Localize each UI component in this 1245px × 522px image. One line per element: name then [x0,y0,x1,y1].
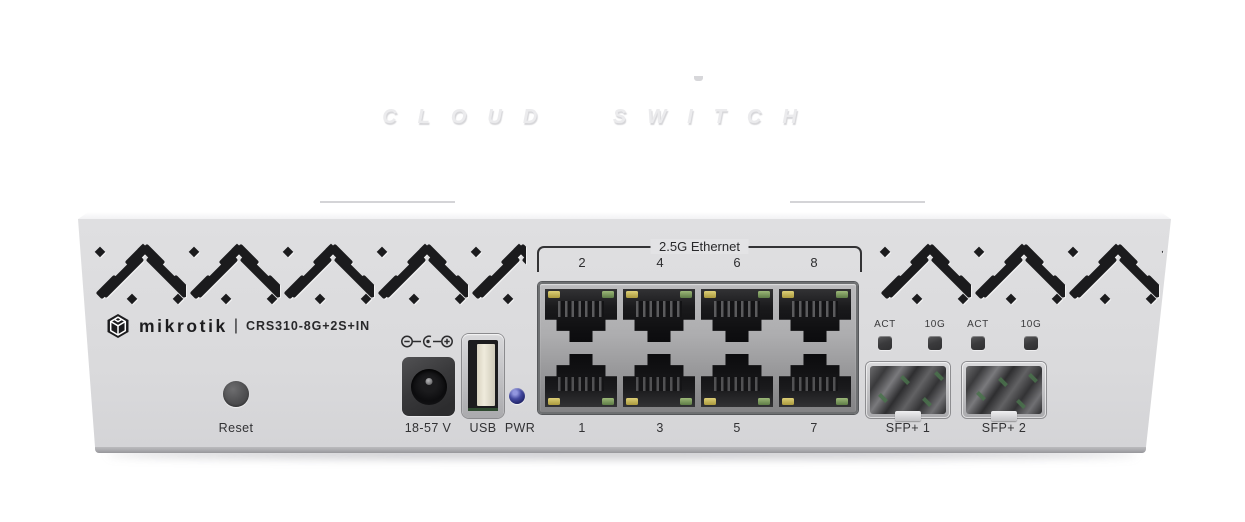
model-number: CRS310-8G+2S+IN [246,319,371,333]
yellow-led [704,291,716,298]
lid-notch [694,76,703,81]
vent-grill-right [877,240,1163,308]
port-number-top-3: 6 [733,255,741,270]
rj45-pin-contacts [636,301,682,317]
rj45-pin-contacts [792,301,838,317]
sfp2-10g-led [1024,336,1038,350]
green-led [836,291,848,298]
dc-jack-pin [425,377,432,385]
sfp-cavity [870,366,946,414]
port-number-top-2: 4 [656,255,664,270]
sfp1-10g-label: 10G [924,319,946,330]
yellow-led [782,291,794,298]
green-led [680,398,692,405]
rj45-pin-contacts [792,377,838,391]
yellow-led [548,398,560,405]
yellow-led [782,398,794,405]
yellow-led [626,398,638,405]
sfp1-act-label: ACT [874,319,896,330]
lid-seam-line [790,201,925,203]
sfp2-label: SFP+ 2 [981,421,1027,435]
dc-jack-hole [410,368,447,405]
usb-tongue [477,344,495,406]
sfp-cavity [966,366,1042,414]
rj45-pin-contacts [714,301,760,317]
usb-port [462,334,504,418]
brand-row: mikrotik | CRS310-8G+2S+IN [106,313,370,339]
rj45-pin-contacts [558,377,604,391]
ethernet-group-label: 2.5G Ethernet [650,239,749,254]
rj45-port-3 [623,354,695,407]
brand-separator: | [233,317,239,334]
reset-label: Reset [218,421,254,435]
rj45-port-4 [623,289,695,342]
chassis-embossed-label: CLOUD SWITCH [382,106,818,128]
device-shadow [108,449,1136,458]
rj45-port-1 [545,354,617,407]
sfp1-10g-led [928,336,942,350]
mikrotik-logo-icon [107,314,129,338]
rj45-pin-contacts [714,377,760,391]
usb-cavity [468,340,498,411]
green-led [758,291,770,298]
sfp-cage-1 [866,362,950,421]
ethernet-group-bracket: 2.5G Ethernet [537,239,862,272]
dc-input-label: 18-57 V [404,421,452,435]
vent-grill-left [92,240,526,308]
sfp2-act-led [971,336,985,350]
dc-power-jack [402,357,455,416]
power-led [509,388,525,404]
usb-label: USB [469,421,497,435]
device-bottom-lip [95,443,1146,453]
yellow-led [626,291,638,298]
ethernet-port-grid [545,289,851,407]
port-number-bottom-3: 5 [733,421,741,435]
green-led [758,398,770,405]
sfp-latch-tab [895,411,921,421]
sfp-cage-2 [962,362,1046,421]
green-led [602,398,614,405]
green-led [836,398,848,405]
yellow-led [548,291,560,298]
rj45-port-5 [701,354,773,407]
reset-button [223,381,249,407]
rj45-port-6 [701,289,773,342]
sfp2-act-label: ACT [967,319,989,330]
sfp1-label: SFP+ 1 [885,421,931,435]
green-led [602,291,614,298]
sfp1-act-led [878,336,892,350]
port-number-bottom-1: 1 [578,421,586,435]
rj45-port-2 [545,289,617,342]
power-led-label: PWR [504,421,536,435]
green-led [680,291,692,298]
port-number-top-4: 8 [810,255,818,270]
dc-polarity-icon [401,335,453,348]
rj45-pin-contacts [558,301,604,317]
rj45-pin-contacts [636,377,682,391]
lid-front-chamfer [78,212,1171,219]
sfp-latch-tab [991,411,1017,421]
rj45-port-7 [779,354,851,407]
lid-seam-line [320,201,455,203]
sfp2-10g-label: 10G [1020,319,1042,330]
rj45-port-8 [779,289,851,342]
yellow-led [704,398,716,405]
port-number-bottom-4: 7 [810,421,818,435]
brand-wordmark: mikrotik [139,315,228,336]
port-number-top-1: 2 [578,255,586,270]
port-number-bottom-2: 3 [656,421,664,435]
